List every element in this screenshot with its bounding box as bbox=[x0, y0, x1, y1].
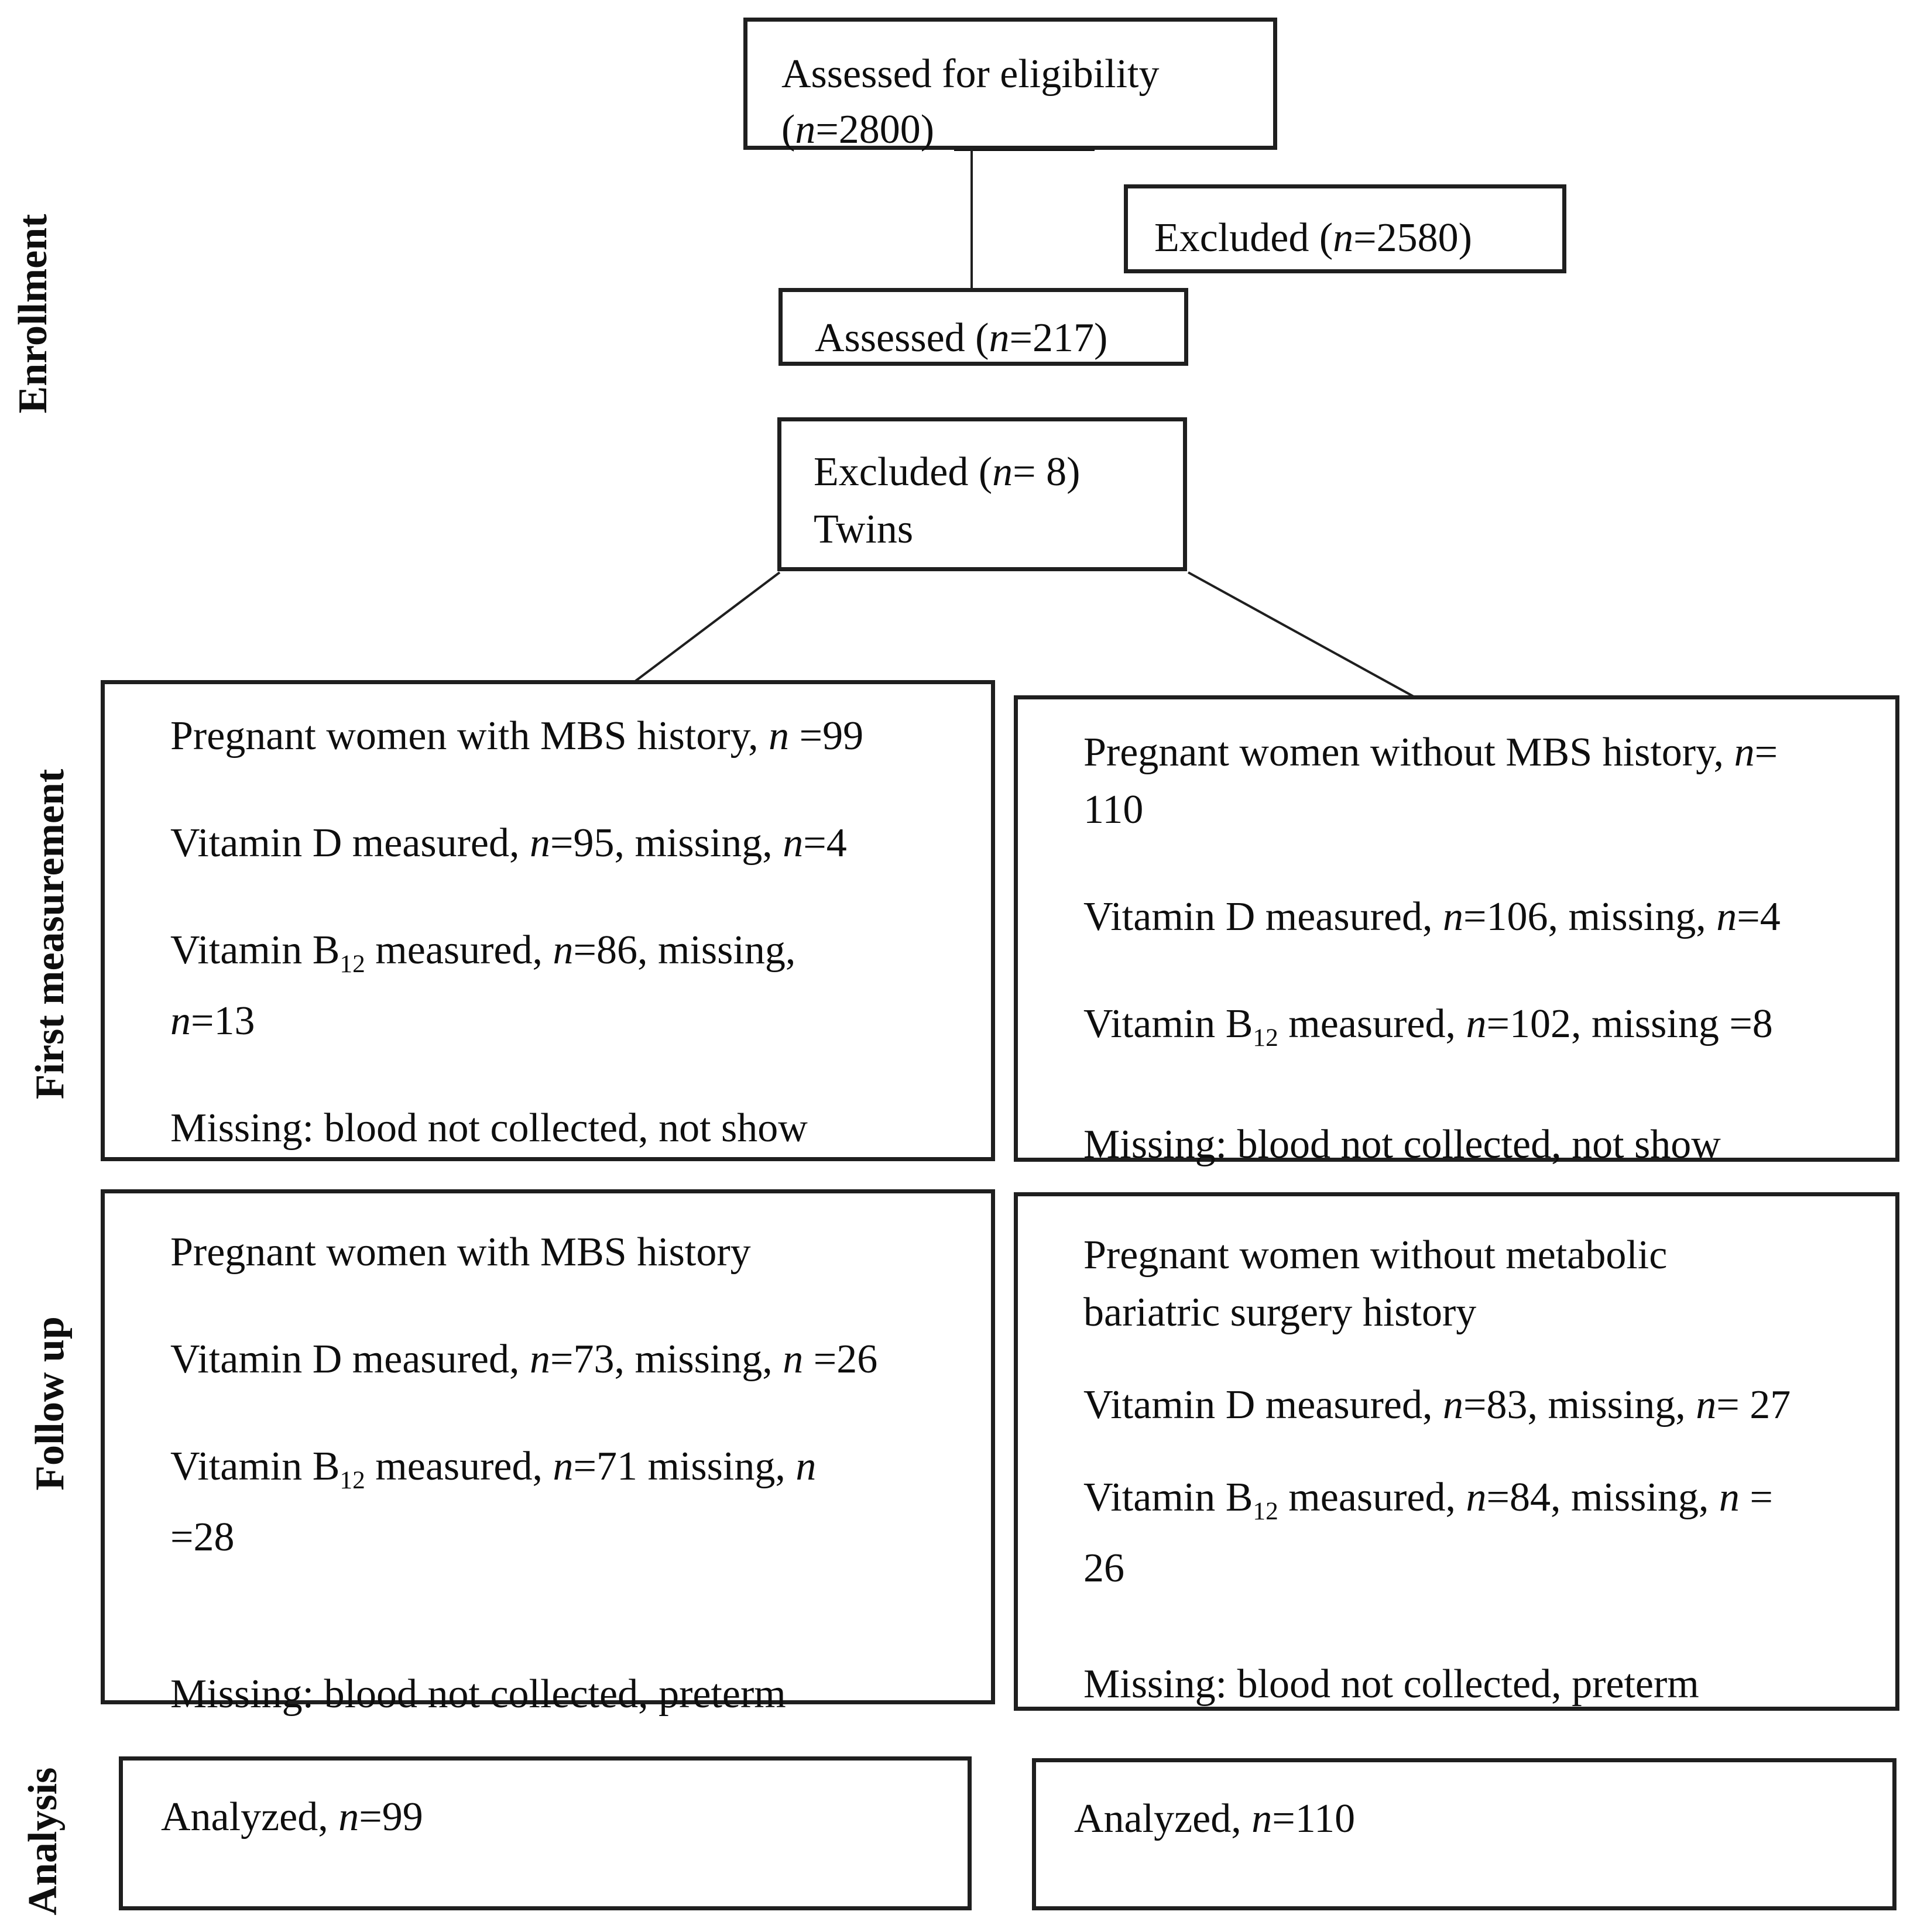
box-excluded-initial: Excluded (n=2580) bbox=[1124, 184, 1566, 273]
box-line: Pregnant women without metabolic bbox=[1083, 1233, 1668, 1278]
box-line: Missing: blood not collected, not show bbox=[1083, 1122, 1721, 1167]
box-line: Vitamin D measured, n=83, missing, n= 27 bbox=[1083, 1382, 1791, 1427]
box-analyzed-mbs: Analyzed, n=99 bbox=[119, 1756, 972, 1910]
stage-label-enrollment: Enrollment bbox=[11, 214, 56, 414]
box-line: Vitamin D measured, n=73, missing, n =26 bbox=[170, 1337, 878, 1382]
box-analyzed-no-mbs: Analyzed, n=110 bbox=[1032, 1758, 1896, 1910]
box-line: Vitamin B12 measured, n=84, missing, n = bbox=[1083, 1475, 1773, 1525]
stage-label-analysis: Analysis bbox=[20, 1767, 66, 1916]
connector-diagonal-right bbox=[1188, 571, 1414, 698]
box-line: Vitamin B12 measured, n=86, missing, bbox=[170, 928, 796, 978]
connector-diagonal-left bbox=[634, 571, 781, 682]
box-line: Excluded (n=2580) bbox=[1154, 215, 1472, 260]
box-line: Assessed (n=217) bbox=[815, 315, 1108, 361]
box-line: (n=2800) bbox=[781, 107, 935, 152]
box-first-measurement-mbs: Pregnant women with MBS history, n =99 V… bbox=[101, 680, 995, 1161]
box-line: =28 bbox=[170, 1515, 235, 1560]
box-line: Analyzed, n=110 bbox=[1074, 1796, 1356, 1841]
box-line: Vitamin D measured, n=106, missing, n=4 bbox=[1083, 894, 1781, 939]
box-line: Twins bbox=[814, 507, 914, 552]
box-line: Pregnant women with MBS history, n =99 bbox=[170, 713, 864, 759]
box-line: 110 bbox=[1083, 787, 1144, 832]
box-line: Pregnant women with MBS history bbox=[170, 1230, 751, 1275]
box-assessed-for-eligibility: Assessed for eligibility (n=2800) bbox=[743, 18, 1277, 152]
box-line: Missing: blood not collected, preterm bbox=[1083, 1662, 1699, 1707]
box-line: Pregnant women without MBS history, n= bbox=[1083, 730, 1778, 775]
box-line: 26 bbox=[1083, 1546, 1124, 1591]
box-first-measurement-no-mbs: Pregnant women without MBS history, n= 1… bbox=[1014, 695, 1899, 1167]
box-line: Vitamin B12 measured, n=102, missing =8 bbox=[1083, 1001, 1773, 1052]
box-assessed: Assessed (n=217) bbox=[778, 288, 1188, 366]
box-line: Assessed for eligibility bbox=[781, 52, 1160, 97]
box-line: Excluded (n= 8) bbox=[814, 449, 1081, 495]
box-line: Missing: blood not collected, not show bbox=[170, 1106, 808, 1151]
box-line: bariatric surgery history bbox=[1083, 1290, 1477, 1335]
box-follow-up-mbs: Pregnant women with MBS history Vitamin … bbox=[101, 1189, 995, 1717]
box-line: n=13 bbox=[170, 998, 255, 1044]
box-line: Missing: blood not collected, preterm bbox=[170, 1672, 786, 1717]
box-follow-up-no-mbs: Pregnant women without metabolic bariatr… bbox=[1014, 1192, 1899, 1711]
stage-label-first-measurement: First measurement bbox=[28, 768, 73, 1100]
box-line: Vitamin D measured, n=95, missing, n=4 bbox=[170, 821, 847, 866]
box-line: Analyzed, n=99 bbox=[161, 1794, 423, 1840]
box-excluded-twins: Excluded (n= 8) Twins bbox=[777, 417, 1187, 571]
stage-label-follow-up: Follow up bbox=[28, 1316, 73, 1491]
box-line: Vitamin B12 measured, n=71 missing, n bbox=[170, 1444, 817, 1494]
